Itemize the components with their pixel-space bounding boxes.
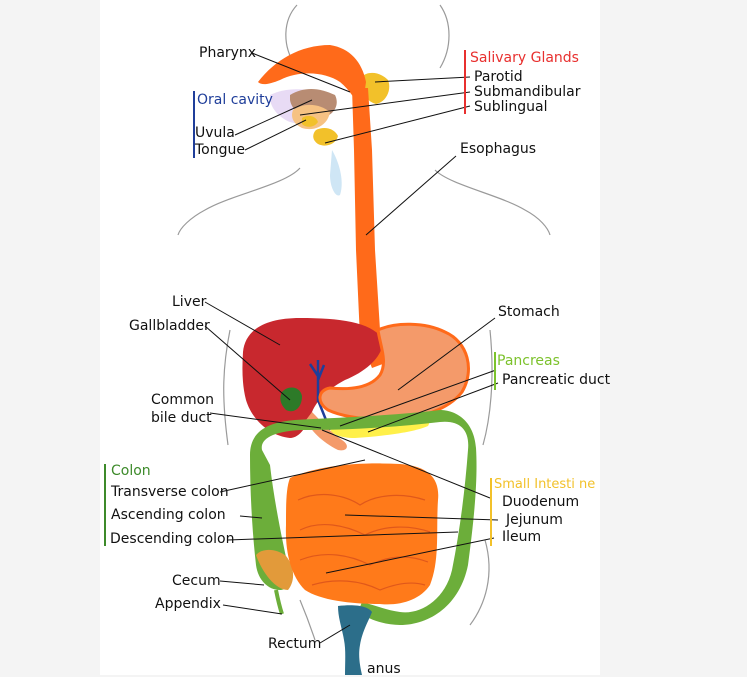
label-duodenum: Duodenum (502, 494, 580, 510)
rectum-shape (338, 605, 372, 675)
label-appendix: Appendix (155, 596, 221, 612)
label-descending-colon: Descending colon (110, 531, 235, 547)
colon-title: Colon (111, 463, 151, 479)
label-tongue: Tongue (195, 142, 245, 158)
salivary-glands-bar (464, 50, 466, 114)
small-intestine-bar (490, 478, 492, 546)
label-common-bile-duct-line2: bile duct (151, 410, 212, 426)
label-sublingual: Sublingual (474, 99, 548, 115)
gallbladder-shape (280, 387, 302, 412)
label-esophagus: Esophagus (460, 141, 537, 157)
label-ileum: Ileum (502, 529, 542, 545)
label-common-bile-duct-line1: Common (151, 392, 215, 408)
label-stomach: Stomach (498, 304, 560, 320)
esophagus-shape (352, 88, 388, 368)
label-transverse-colon: Transverse colon (111, 484, 229, 500)
colon-shape (250, 410, 477, 625)
label-parotid: Parotid (474, 69, 523, 85)
pancreas-title: Pancreas (497, 353, 560, 369)
small-intestine-title: Small Intesti ne (494, 477, 596, 492)
liver-shape (242, 318, 383, 438)
colon-bar (104, 464, 106, 546)
salivary-glands-title: Salivary Glands (470, 50, 579, 66)
label-gallbladder: Gallbladder (129, 318, 210, 334)
oral-cavity-title: Oral cavity (197, 92, 273, 108)
bile-ducts (308, 360, 332, 431)
appendix-shape (274, 589, 284, 615)
label-submandibular: Submandibular (474, 84, 581, 100)
pancreas-bar (494, 352, 496, 390)
label-cecum: Cecum (172, 573, 221, 589)
label-pancreatic-duct: Pancreatic duct (502, 372, 611, 388)
label-anus: anus (367, 661, 401, 677)
label-rectum: Rectum (268, 636, 322, 652)
label-jejunum: Jejunum (506, 512, 563, 528)
label-ascending-colon: Ascending colon (111, 507, 226, 523)
label-uvula: Uvula (195, 125, 235, 141)
label-pharynx: Pharynx (199, 45, 257, 61)
body-outline (177, 4, 551, 641)
pointer-lines (204, 52, 499, 644)
pharynx-shape (258, 45, 366, 110)
cecum-shape (256, 549, 294, 590)
head-region (270, 88, 342, 196)
oral-cavity-bar (193, 91, 195, 158)
label-liver: Liver (172, 294, 207, 310)
